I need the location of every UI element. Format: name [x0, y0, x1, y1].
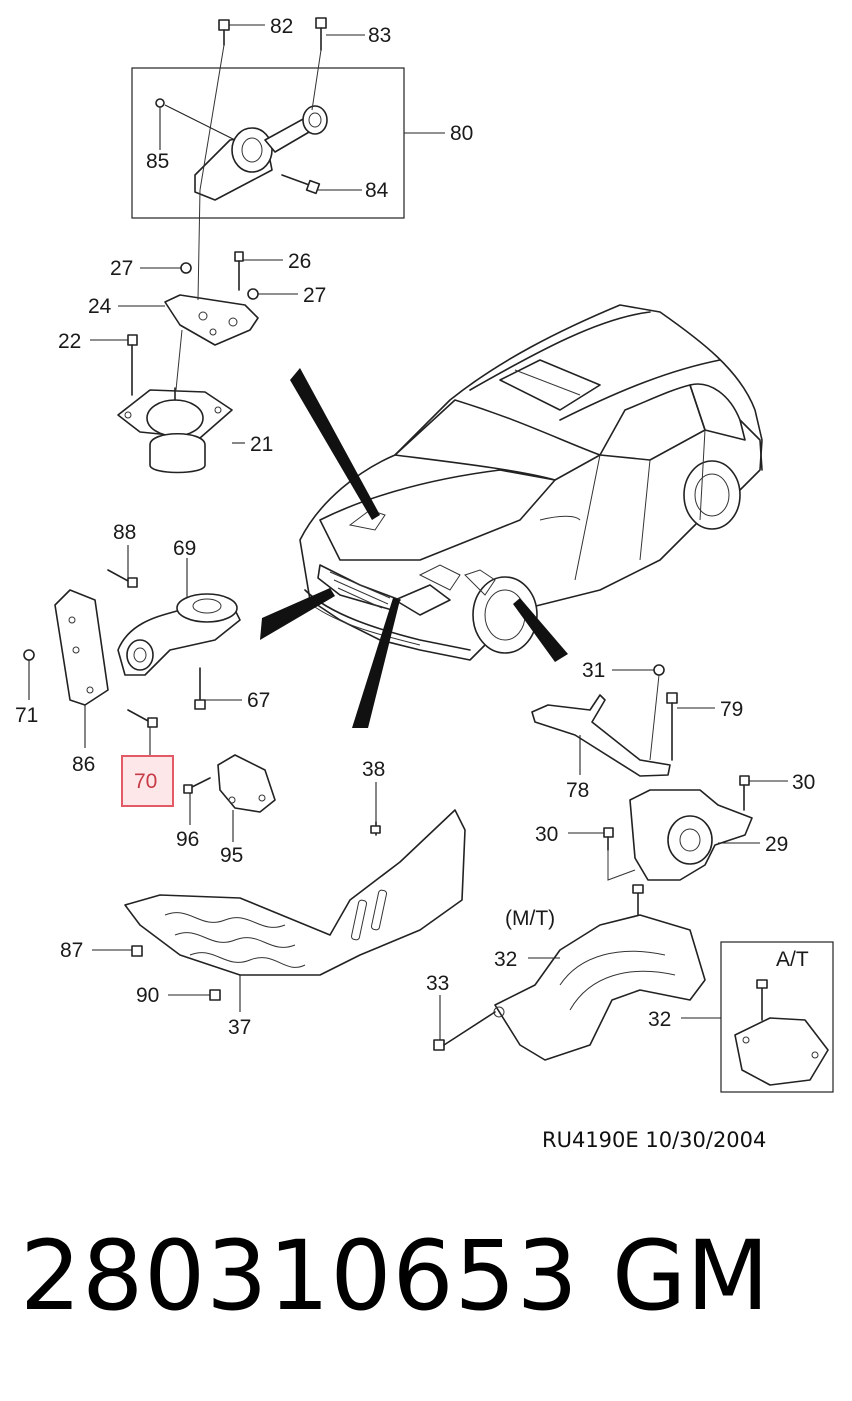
callout-96[interactable]: 96 [176, 828, 199, 851]
bracket-95 [217, 754, 276, 813]
callout-labels: 82 83 80 85 84 27 26 24 27 22 21 88 69 7… [15, 15, 815, 1039]
vehicle-illustration [299, 304, 763, 661]
callout-26[interactable]: 26 [288, 250, 311, 273]
bracket-24 [164, 294, 259, 346]
bracket-78 [531, 694, 671, 777]
callout-85[interactable]: 85 [146, 150, 169, 173]
callout-88[interactable]: 88 [113, 521, 136, 544]
bolt-33 [433, 1011, 496, 1051]
callout-27-left[interactable]: 27 [110, 257, 133, 280]
part-80-assembly [131, 67, 405, 219]
mount-29 [629, 789, 753, 881]
callout-27-right[interactable]: 27 [303, 284, 326, 307]
callout-38[interactable]: 38 [362, 758, 385, 781]
bolt-22 [127, 334, 138, 396]
mount-69 [117, 593, 241, 676]
callout-32-mt[interactable]: 32 [494, 948, 517, 971]
callout-80[interactable]: 80 [450, 122, 473, 145]
bolt-70 [127, 709, 158, 728]
nut-27-left [180, 262, 192, 274]
bolt-90 [209, 989, 221, 1001]
callout-95[interactable]: 95 [220, 844, 243, 867]
part-80-group-box [131, 67, 405, 219]
bolt-30-left [603, 827, 614, 851]
bolt-38 [370, 821, 381, 836]
callout-21[interactable]: 21 [250, 433, 273, 456]
label-at: A/T [776, 948, 809, 971]
bolt-67 [194, 667, 206, 710]
callout-67[interactable]: 67 [247, 689, 270, 712]
callout-24[interactable]: 24 [88, 295, 112, 318]
exploded-parts-diagram: 82 83 80 85 84 27 26 24 27 22 21 88 69 7… [15, 15, 834, 1093]
callout-29[interactable]: 29 [765, 833, 788, 856]
bolt-30-right [739, 775, 750, 811]
callout-79[interactable]: 79 [720, 698, 743, 721]
callout-82[interactable]: 82 [270, 15, 293, 38]
callout-22[interactable]: 22 [58, 330, 81, 353]
at-group-box [720, 941, 834, 1093]
part-number: 280310653 [20, 1220, 579, 1332]
transmission-bracket-32-at [734, 979, 829, 1086]
callout-69[interactable]: 69 [173, 537, 196, 560]
callout-70[interactable]: 70 [134, 770, 157, 793]
label-mt: (M/T) [505, 907, 555, 930]
callout-31[interactable]: 31 [582, 659, 605, 682]
bracket-86 [54, 589, 109, 706]
callout-83[interactable]: 83 [368, 24, 391, 47]
bolt-88 [107, 569, 138, 588]
splash-shield-37 [124, 809, 466, 976]
leader-lines [28, 24, 788, 1040]
bolt-79 [666, 692, 678, 761]
callout-30-right[interactable]: 30 [792, 771, 815, 794]
callout-84[interactable]: 84 [365, 179, 389, 202]
drawing-reference: RU4190E 10/30/2004 [542, 1128, 767, 1152]
callout-33[interactable]: 33 [426, 972, 449, 995]
nut-71 [23, 649, 35, 661]
callout-37[interactable]: 37 [228, 1016, 251, 1039]
callout-90[interactable]: 90 [136, 984, 159, 1007]
bolt-96 [183, 777, 211, 794]
callout-87[interactable]: 87 [60, 939, 83, 962]
pointer-wedges [260, 368, 568, 728]
engine-mount-21 [117, 387, 233, 474]
callout-32-at[interactable]: 32 [648, 1008, 671, 1031]
callout-86[interactable]: 86 [72, 753, 95, 776]
bolt-87 [131, 945, 143, 957]
bolt-26 [234, 251, 244, 291]
callout-70-highlight [121, 755, 174, 807]
callout-78[interactable]: 78 [566, 779, 589, 802]
bolt-82 [218, 19, 230, 46]
callout-71[interactable]: 71 [15, 704, 38, 727]
bolt-83 [315, 17, 327, 51]
brand-name: GM [612, 1220, 770, 1332]
callout-30-left[interactable]: 30 [535, 823, 558, 846]
nut-27-right [247, 288, 259, 300]
transmission-bracket-32-mt [493, 884, 706, 1061]
nut-31 [653, 664, 665, 676]
